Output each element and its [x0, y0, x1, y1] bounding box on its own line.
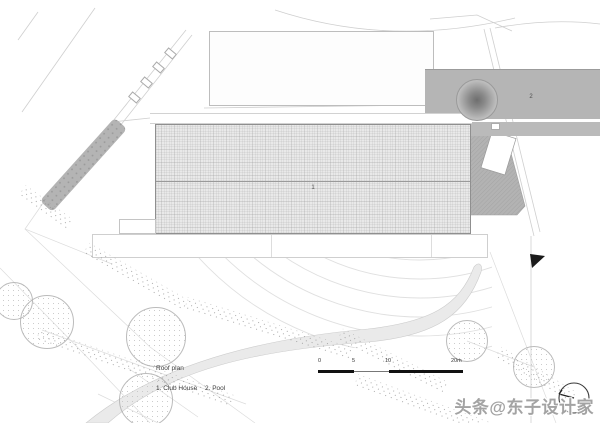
tree-outline — [446, 320, 488, 362]
building-upper-plinth — [150, 113, 472, 124]
left-plinth — [119, 219, 156, 234]
tree-outline — [513, 346, 555, 388]
terrace-joint-line — [431, 235, 432, 257]
plan-title: Roof plan — [156, 365, 184, 372]
scale-segment — [354, 371, 389, 372]
tree-canopy-shaded — [456, 79, 498, 121]
terrace-joint-line — [271, 235, 272, 257]
scale-tick-10: 10 — [385, 358, 392, 364]
contour-arcs — [193, 252, 492, 348]
legend: Roof plan 1. Club House 2. Pool — [156, 365, 225, 392]
legend-item-club-house: 1. Club House — [156, 385, 198, 392]
pool-number-label: 2 — [529, 94, 533, 100]
scale-tick-0: 0 — [318, 358, 322, 364]
tree-outline — [0, 282, 33, 320]
curved-walkway — [85, 263, 482, 423]
tree-outline — [119, 373, 173, 423]
club-house-number-label: 1 — [311, 185, 315, 191]
watermark-text: 头条@东子设计家 — [454, 398, 594, 417]
scale-segment — [318, 370, 354, 373]
tree-outline — [126, 307, 186, 367]
scale-tick-5: 5 — [352, 358, 356, 364]
club-house-roof: 1 — [155, 124, 471, 234]
legend-item-pool: 2. Pool — [205, 385, 226, 392]
scale-bar: 0 5 10 20m — [318, 358, 468, 376]
small-structure — [491, 123, 500, 130]
roof-ridge-line — [156, 181, 470, 182]
north-triangle-icon — [530, 254, 545, 268]
pool: 2 — [425, 69, 600, 119]
scale-tick-20m: 20m — [451, 358, 462, 364]
terrace-band — [92, 234, 488, 258]
scale-segment — [389, 370, 463, 373]
pool-deck: 2 — [209, 31, 600, 136]
